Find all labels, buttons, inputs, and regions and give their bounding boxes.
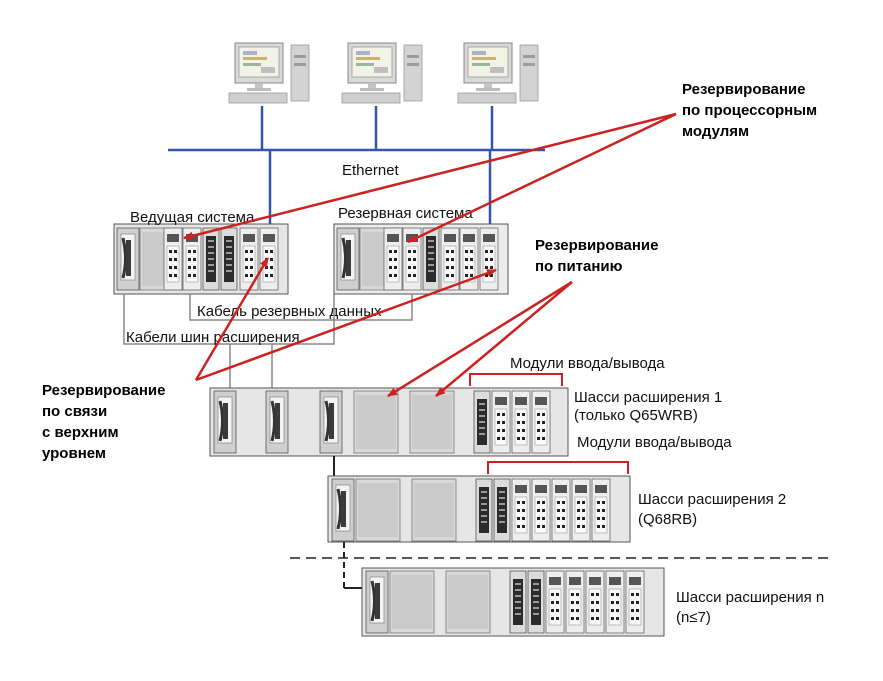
svg-text:(только Q65WRB): (только Q65WRB) [574,407,698,424]
extension-chassis-1 [209,387,569,457]
extension-chassis-2 [327,475,631,543]
power-redundancy-callout: Резервирование по питанию [535,237,659,275]
svg-text:Резервирование: Резервирование [535,237,659,254]
ethernet-network [168,106,545,226]
io-modules-label-1: Модули ввода/вывода [510,355,665,372]
arrow-power-2 [435,281,573,397]
arrow-comm-standby [195,268,497,382]
tracking-cable-label: Кабель резервных данных [197,303,382,320]
extension-chassis-n [361,567,665,637]
comm-redundancy-callout: Резервирование по связи с верхним уровне… [42,382,166,462]
extension-cables-label: Кабели шин расширения [126,329,300,346]
svg-text:Резервирование: Резервирование [682,81,806,98]
master-system-label: Ведущая система [130,209,255,226]
ethernet-label: Ethernet [342,162,400,179]
arrow-cpu-standby [407,112,677,244]
svg-text:Резервирование: Резервирование [42,382,166,399]
svg-text:(Q68RB): (Q68RB) [638,511,697,528]
chassis-link-2-n [343,542,364,589]
svg-text:с верхним: с верхним [42,424,119,441]
io-modules-bracket-2 [487,461,629,474]
tracking-cable [189,294,413,321]
workstation-pc-2 [341,42,423,104]
master-system-chassis [113,223,289,295]
svg-text:(n≤7): (n≤7) [676,609,711,626]
arrow-cpu-master [183,112,677,240]
io-modules-label-2: Модули ввода/вывода [577,434,732,451]
workstation-pc-3 [457,42,539,104]
extension-chassis-n-label: Шасси расширения n (n≤7) [676,589,824,626]
arrow-power-1 [387,280,573,398]
svg-text:Шасси расширения 2: Шасси расширения 2 [638,491,786,508]
svg-text:по связи: по связи [42,403,107,420]
svg-text:уровнем: уровнем [42,445,106,462]
arrow-comm-master [194,257,270,381]
svg-text:Шасси расширения n: Шасси расширения n [676,589,824,606]
svg-text:по процессорным: по процессорным [682,102,817,119]
svg-text:по питанию: по питанию [535,258,623,275]
workstation-pc-1 [228,42,310,104]
svg-text:модулям: модулям [682,123,749,140]
cpu-redundancy-callout: Резервирование по процессорным модулям [682,81,817,140]
redundancy-arrows [183,112,677,398]
io-modules-bracket-1 [469,373,563,386]
standby-system-label: Резервная система [338,205,473,222]
extension-chassis-2-label: Шасси расширения 2 (Q68RB) [638,491,786,528]
extension-chassis-1-label: Шасси расширения 1 (только Q65WRB) [574,389,722,424]
svg-text:Шасси расширения 1: Шасси расширения 1 [574,389,722,406]
